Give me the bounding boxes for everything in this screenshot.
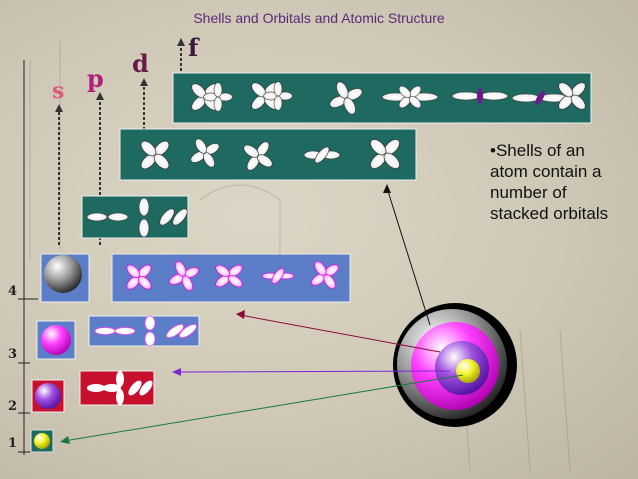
f-orbitals-row (172, 72, 592, 124)
shell-4-s-orbital (40, 253, 90, 303)
pointer-arrows (60, 184, 464, 444)
shell-level-3: 3 (8, 347, 18, 362)
shell-2-p-orbitals (79, 370, 155, 406)
slide-title: Shells and Orbitals and Atomic Structure (193, 10, 445, 26)
shell-2-s-orbital (31, 379, 65, 413)
subshell-arrows (55, 38, 185, 245)
shell-level-4: 4 (8, 284, 18, 299)
shell-level-2: 2 (8, 399, 18, 414)
shell-4-p-orbitals (81, 195, 189, 239)
subshell-label-s: s (52, 78, 65, 104)
shell-level-1: 1 (8, 436, 18, 451)
shell-4-d-orbitals (111, 253, 351, 303)
shell-3-p-orbitals (88, 315, 200, 347)
d-orbitals-row (119, 128, 417, 181)
explanation-text: •Shells of an atom contain a number of s… (490, 141, 609, 223)
subshell-label-f: f (188, 33, 199, 62)
subshell-label-p: p (87, 64, 104, 93)
subshell-label-d: d (132, 49, 149, 78)
shell-1-s-orbital (30, 429, 54, 453)
atom-shells (393, 303, 517, 427)
shell-3-s-orbital (36, 320, 76, 360)
